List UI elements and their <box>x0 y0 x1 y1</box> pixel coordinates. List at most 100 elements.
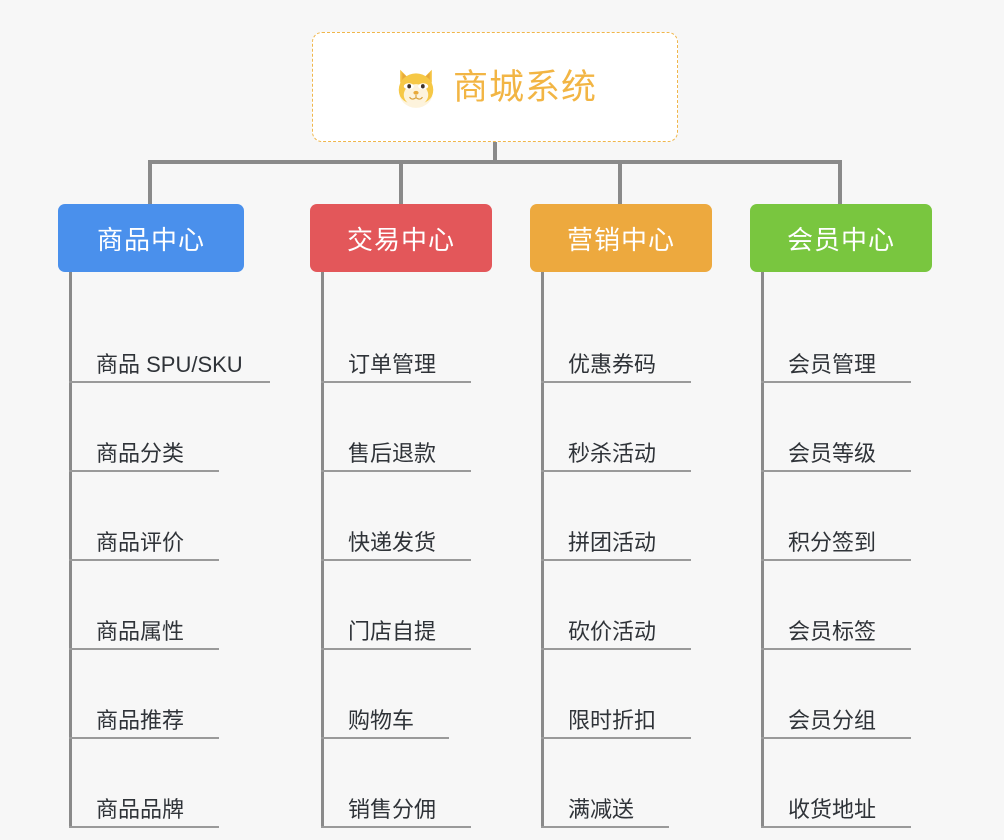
item-label: 秒杀活动 <box>568 441 657 466</box>
item-list-1: 商品 SPU/SKU 商品分类 商品评价 商品属性 商品推荐 商品品牌 <box>58 272 270 828</box>
item-underline <box>541 559 691 561</box>
category-header-3[interactable]: 营销中心 <box>530 204 712 272</box>
item-underline <box>761 381 911 383</box>
list-item[interactable]: 商品推荐 <box>58 650 244 739</box>
item-spine-4 <box>761 272 764 828</box>
list-item[interactable]: 门店自提 <box>310 561 492 650</box>
connector-drop-2 <box>399 160 403 206</box>
item-label: 会员标签 <box>788 619 877 644</box>
item-underline <box>541 648 691 650</box>
category-title-2: 交易中心 <box>346 224 455 255</box>
item-underline <box>321 559 471 561</box>
branch-column-4: 会员中心 会员管理 会员等级 积分签到 会员标签 会员分组 <box>750 204 932 828</box>
shiba-dog-icon <box>393 64 439 110</box>
item-label: 砍价活动 <box>568 619 657 644</box>
category-header-4[interactable]: 会员中心 <box>750 204 932 272</box>
branch-column-2: 交易中心 订单管理 售后退款 快递发货 门店自提 购物车 <box>310 204 492 828</box>
list-item[interactable]: 秒杀活动 <box>530 383 712 472</box>
item-underline <box>761 559 911 561</box>
item-label: 会员等级 <box>788 441 877 466</box>
item-label: 会员管理 <box>788 352 877 377</box>
list-item[interactable]: 会员等级 <box>750 383 932 472</box>
item-label: 商品分类 <box>96 441 185 466</box>
item-spine-3 <box>541 272 544 828</box>
item-list-3: 优惠券码 秒杀活动 拼团活动 砍价活动 限时折扣 满减送 <box>530 272 712 828</box>
list-item[interactable]: 销售分佣 <box>310 739 492 828</box>
item-underline <box>321 648 471 650</box>
list-item[interactable]: 优惠券码 <box>530 294 712 383</box>
connector-drop-1 <box>148 160 152 206</box>
category-header-1[interactable]: 商品中心 <box>58 204 244 272</box>
item-label: 积分签到 <box>788 530 877 555</box>
item-underline <box>69 381 270 383</box>
root-title: 商城系统 <box>452 67 597 107</box>
item-underline <box>321 737 449 739</box>
item-underline <box>541 381 691 383</box>
list-item[interactable]: 拼团活动 <box>530 472 712 561</box>
category-title-3: 营销中心 <box>566 224 675 255</box>
list-item[interactable]: 砍价活动 <box>530 561 712 650</box>
connector-drop-3 <box>618 160 622 206</box>
item-underline <box>541 826 669 828</box>
list-item[interactable]: 商品分类 <box>58 383 244 472</box>
list-item[interactable]: 商品品牌 <box>58 739 244 828</box>
list-item[interactable]: 会员标签 <box>750 561 932 650</box>
item-underline <box>69 648 219 650</box>
list-item[interactable]: 限时折扣 <box>530 650 712 739</box>
item-spine-1 <box>69 272 72 828</box>
category-title-1: 商品中心 <box>96 224 205 255</box>
item-label: 满减送 <box>568 797 635 822</box>
item-underline <box>69 559 219 561</box>
item-underline <box>761 826 911 828</box>
item-label: 商品品牌 <box>96 797 185 822</box>
item-label: 收货地址 <box>788 797 877 822</box>
list-item[interactable]: 积分签到 <box>750 472 932 561</box>
list-item[interactable]: 满减送 <box>530 739 712 828</box>
list-item[interactable]: 收货地址 <box>750 739 932 828</box>
item-label: 购物车 <box>348 708 415 733</box>
item-spine-2 <box>321 272 324 828</box>
root-node[interactable]: 商城系统 <box>312 32 678 142</box>
item-label: 销售分佣 <box>348 797 437 822</box>
item-label: 商品评价 <box>96 530 185 555</box>
item-list-2: 订单管理 售后退款 快递发货 门店自提 购物车 销售分佣 <box>310 272 492 828</box>
item-underline <box>541 470 691 472</box>
connector-drop-4 <box>838 160 842 206</box>
list-item[interactable]: 订单管理 <box>310 294 492 383</box>
item-underline <box>69 826 219 828</box>
list-item[interactable]: 购物车 <box>310 650 492 739</box>
list-item[interactable]: 会员分组 <box>750 650 932 739</box>
item-underline <box>761 648 911 650</box>
item-list-4: 会员管理 会员等级 积分签到 会员标签 会员分组 收货地址 <box>750 272 932 828</box>
item-underline <box>321 826 471 828</box>
item-label: 商品 SPU/SKU <box>96 352 243 377</box>
item-label: 拼团活动 <box>568 530 657 555</box>
connector-root-stem <box>493 142 497 162</box>
item-underline <box>69 737 219 739</box>
item-label: 门店自提 <box>348 619 437 644</box>
item-underline <box>321 470 471 472</box>
item-label: 商品推荐 <box>96 708 185 733</box>
list-item[interactable]: 商品 SPU/SKU <box>58 294 270 383</box>
list-item[interactable]: 会员管理 <box>750 294 932 383</box>
item-underline <box>761 470 911 472</box>
item-underline <box>321 381 471 383</box>
branch-column-1: 商品中心 商品 SPU/SKU 商品分类 商品评价 商品属性 商品推荐 <box>58 204 270 828</box>
list-item[interactable]: 快递发货 <box>310 472 492 561</box>
item-label: 优惠券码 <box>568 352 657 377</box>
item-label: 商品属性 <box>96 619 185 644</box>
item-label: 会员分组 <box>788 708 877 733</box>
list-item[interactable]: 售后退款 <box>310 383 492 472</box>
item-label: 订单管理 <box>348 352 437 377</box>
item-underline <box>69 470 219 472</box>
item-label: 售后退款 <box>348 441 437 466</box>
list-item[interactable]: 商品评价 <box>58 472 244 561</box>
item-label: 限时折扣 <box>568 708 657 733</box>
category-header-2[interactable]: 交易中心 <box>310 204 492 272</box>
item-label: 快递发货 <box>348 530 437 555</box>
list-item[interactable]: 商品属性 <box>58 561 244 650</box>
item-underline <box>761 737 911 739</box>
item-underline <box>541 737 691 739</box>
branch-column-3: 营销中心 优惠券码 秒杀活动 拼团活动 砍价活动 限时折扣 <box>530 204 712 828</box>
